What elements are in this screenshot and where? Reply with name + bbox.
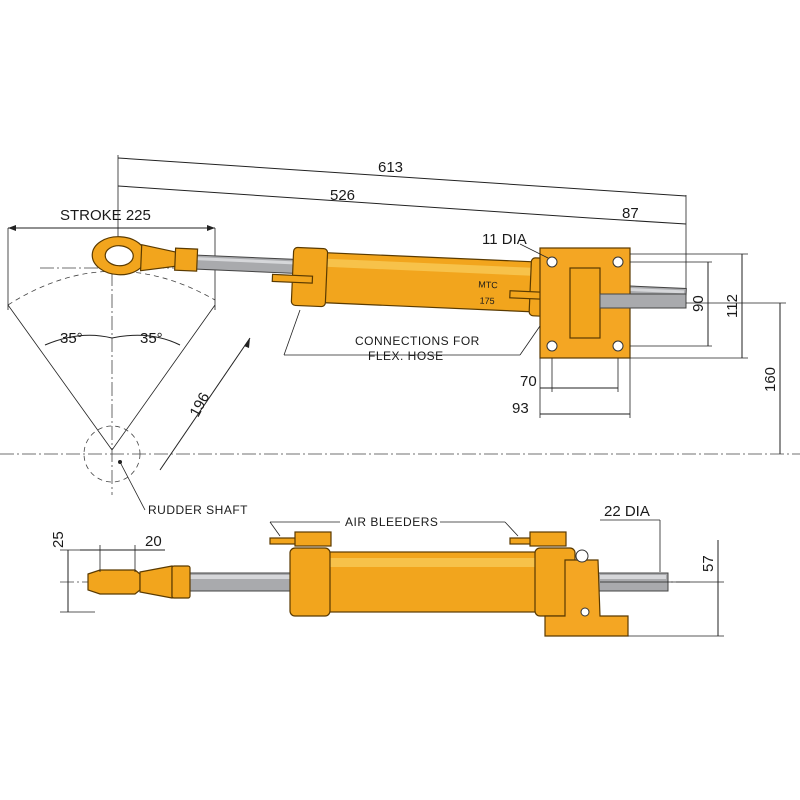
swing-line-right xyxy=(111,304,216,451)
rudder-leader xyxy=(119,461,146,511)
side-rod-end-neck xyxy=(139,565,173,599)
radius-label: 196 xyxy=(187,390,214,420)
rod-end-nut xyxy=(174,247,199,272)
body-height-label: 57 xyxy=(700,555,717,572)
plate-outer-label: 112 xyxy=(724,294,741,318)
air-bleeders-leader-right xyxy=(504,521,519,537)
centre-height-label: 160 xyxy=(762,367,779,392)
rod-end-length-label: 20 xyxy=(145,533,162,550)
model-label: MTC xyxy=(478,279,498,290)
rod-highlight xyxy=(187,575,298,579)
top-view: 35° 35° RUDDER SHAFT 196 STROKE 225 613 … xyxy=(0,155,800,517)
mount-hole xyxy=(546,340,558,352)
side-rod-end xyxy=(87,569,141,595)
hole-dia-label: 11 DIA xyxy=(482,231,527,248)
air-bleeders-leader-left xyxy=(269,521,281,537)
angle-arc-right xyxy=(111,334,181,346)
body-length-label: 526 xyxy=(330,187,355,204)
rod-dia-label: 22 DIA xyxy=(604,503,650,520)
mount-hole xyxy=(546,256,558,268)
bracket-pivot xyxy=(575,549,589,563)
stroke-label: STROKE 225 xyxy=(60,207,151,224)
swing-line-left xyxy=(7,304,113,451)
angle-right-label: 35° xyxy=(140,330,163,347)
bracket-hole xyxy=(580,607,590,617)
air-bleeder-front-block xyxy=(294,531,332,547)
rear-rod-over-plate xyxy=(599,293,687,309)
connections-leader-right xyxy=(519,325,541,356)
arrow xyxy=(207,225,215,231)
air-bleeder-rear-block xyxy=(529,531,567,547)
swing-arc xyxy=(7,270,216,306)
side-view: AIR BLEEDERS 25 20 22 DIA 57 xyxy=(50,503,724,637)
body-length-line xyxy=(117,185,591,219)
connections-label-line2: FLEX. HOSE xyxy=(368,349,444,363)
rod-highlight xyxy=(193,256,300,265)
hole-dia-leader xyxy=(519,243,549,259)
model-size-label: 175 xyxy=(479,295,494,306)
hose-fitting-front xyxy=(271,273,314,284)
air-bleeders-label: AIR BLEEDERS xyxy=(345,515,438,529)
radius-dimension-line xyxy=(159,337,251,471)
rod-eye-hole xyxy=(104,245,134,267)
mount-bracket xyxy=(569,267,601,339)
angle-arc-left xyxy=(44,334,113,346)
mount-hole xyxy=(612,340,624,352)
side-barrel-highlight xyxy=(297,558,543,567)
overall-length-label: 613 xyxy=(378,159,403,176)
rudder-shaft-label: RUDDER SHAFT xyxy=(148,503,248,517)
overall-length-line xyxy=(117,157,687,197)
side-rod-end-nut xyxy=(171,565,191,599)
mount-hole xyxy=(612,256,624,268)
angle-left-label: 35° xyxy=(60,330,83,347)
connections-leader-left xyxy=(283,309,301,356)
rod-end-neck xyxy=(139,243,178,272)
mount-offset-line xyxy=(589,217,687,225)
mount-offset-label: 87 xyxy=(622,205,639,222)
arrow xyxy=(8,225,16,231)
connections-label-line1: CONNECTIONS FOR xyxy=(355,334,480,348)
plate-inner-label: 90 xyxy=(690,295,707,312)
barrel-highlight xyxy=(302,257,560,277)
mount-inner-label: 70 xyxy=(520,373,537,390)
mount-outer-label: 93 xyxy=(512,400,529,417)
arrow xyxy=(244,338,250,348)
rod-highlight xyxy=(600,575,666,579)
rod-end-height-label: 25 xyxy=(50,531,67,548)
rudder-shaft-circle xyxy=(83,425,141,483)
side-front-cap xyxy=(289,547,331,617)
